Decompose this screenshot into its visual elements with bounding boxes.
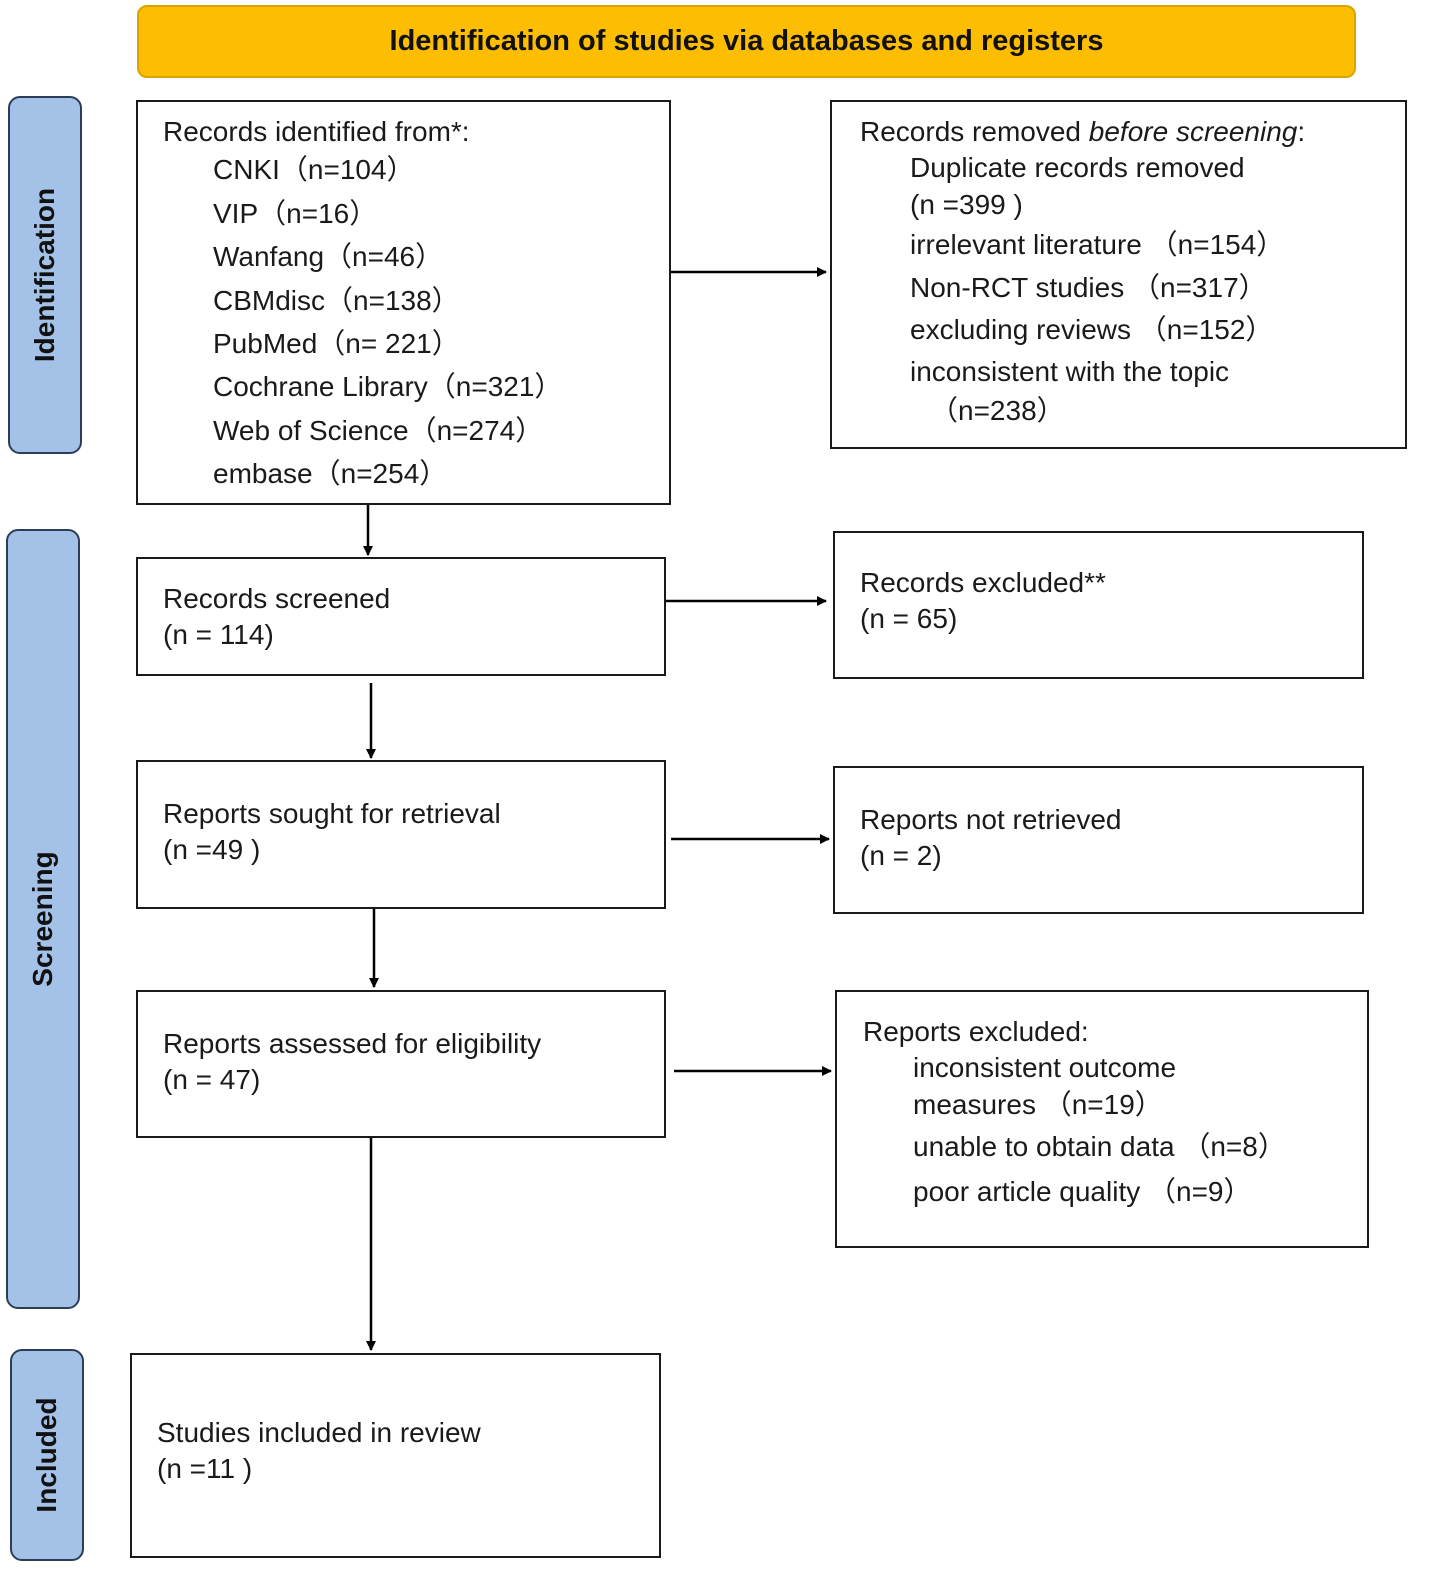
duplicate-records-label: Duplicate records removed — [910, 152, 1245, 184]
inconsistent-topic-count: （n=238） — [930, 394, 1065, 426]
records-excluded-count: (n = 65) — [860, 603, 958, 635]
outcome-measures-line2: measures （n=19） — [913, 1088, 1163, 1120]
reports-not-retrieved-box: Reports not retrieved (n = 2) — [833, 766, 1364, 914]
reports-not-retrieved-label: Reports not retrieved — [860, 804, 1122, 835]
records-identified-box: Records identified from*: CNKI（n=104） VI… — [136, 100, 671, 505]
poor-article-quality: poor article quality （n=9） — [913, 1175, 1252, 1207]
reports-sought-box: Reports sought for retrieval (n =49 ) — [136, 760, 666, 909]
non-rct-studies: Non-RCT studies （n=317） — [910, 271, 1267, 303]
records-removed-box: Records removed before screening: Duplic… — [830, 100, 1407, 449]
records-excluded-box: Records excluded** (n = 65) — [833, 531, 1364, 679]
records-removed-heading: Records removed before screening: — [860, 116, 1306, 147]
source-item: embase（n=254） — [213, 458, 448, 490]
source-item: VIP（n=16） — [213, 197, 378, 229]
identification-header: Identification of studies via databases … — [137, 5, 1356, 78]
phase-screening: Screening — [6, 529, 80, 1309]
source-item: Wanfang（n=46） — [213, 241, 444, 273]
studies-included-label: Studies included in review — [157, 1417, 481, 1448]
source-item: CNKI（n=104） — [213, 154, 415, 186]
duplicate-records-count: (n =399 ) — [910, 188, 1023, 220]
reports-not-retrieved-count: (n = 2) — [860, 840, 942, 872]
reports-assessed-box: Reports assessed for eligibility (n = 47… — [136, 990, 666, 1138]
reports-sought-count: (n =49 ) — [163, 834, 261, 866]
records-excluded-label: Records excluded** — [860, 567, 1106, 598]
reports-assessed-count: (n = 47) — [163, 1064, 261, 1096]
inconsistent-topic-label: inconsistent with the topic — [910, 356, 1230, 388]
source-item: Web of Science（n=274） — [213, 414, 544, 446]
reports-excluded-heading: Reports excluded: — [863, 1016, 1089, 1047]
studies-included-count: (n =11 ) — [157, 1453, 253, 1485]
phase-included: Included — [10, 1349, 84, 1561]
source-item: Cochrane Library（n=321） — [213, 371, 563, 403]
records-screened-label: Records screened — [163, 583, 391, 614]
records-screened-count: (n = 114) — [163, 619, 274, 651]
excluding-reviews: excluding reviews （n=152） — [910, 313, 1274, 345]
header-title: Identification of studies via databases … — [389, 25, 1104, 57]
phase-identification: Identification — [8, 96, 82, 454]
reports-excluded-box: Reports excluded: inconsistent outcome m… — [835, 990, 1369, 1248]
unable-to-obtain-data: unable to obtain data （n=8） — [913, 1131, 1286, 1163]
source-item: PubMed（n= 221） — [213, 327, 460, 359]
reports-sought-label: Reports sought for retrieval — [163, 798, 501, 829]
source-item: CBMdisc（n=138） — [213, 284, 460, 316]
records-identified-heading: Records identified from*: — [163, 116, 470, 147]
reports-assessed-label: Reports assessed for eligibility — [163, 1028, 542, 1059]
irrelevant-literature: irrelevant literature （n=154） — [910, 229, 1285, 261]
studies-included-box: Studies included in review (n =11 ) — [130, 1353, 661, 1558]
records-screened-box: Records screened (n = 114) — [136, 557, 666, 676]
outcome-measures-line1: inconsistent outcome — [913, 1052, 1177, 1084]
